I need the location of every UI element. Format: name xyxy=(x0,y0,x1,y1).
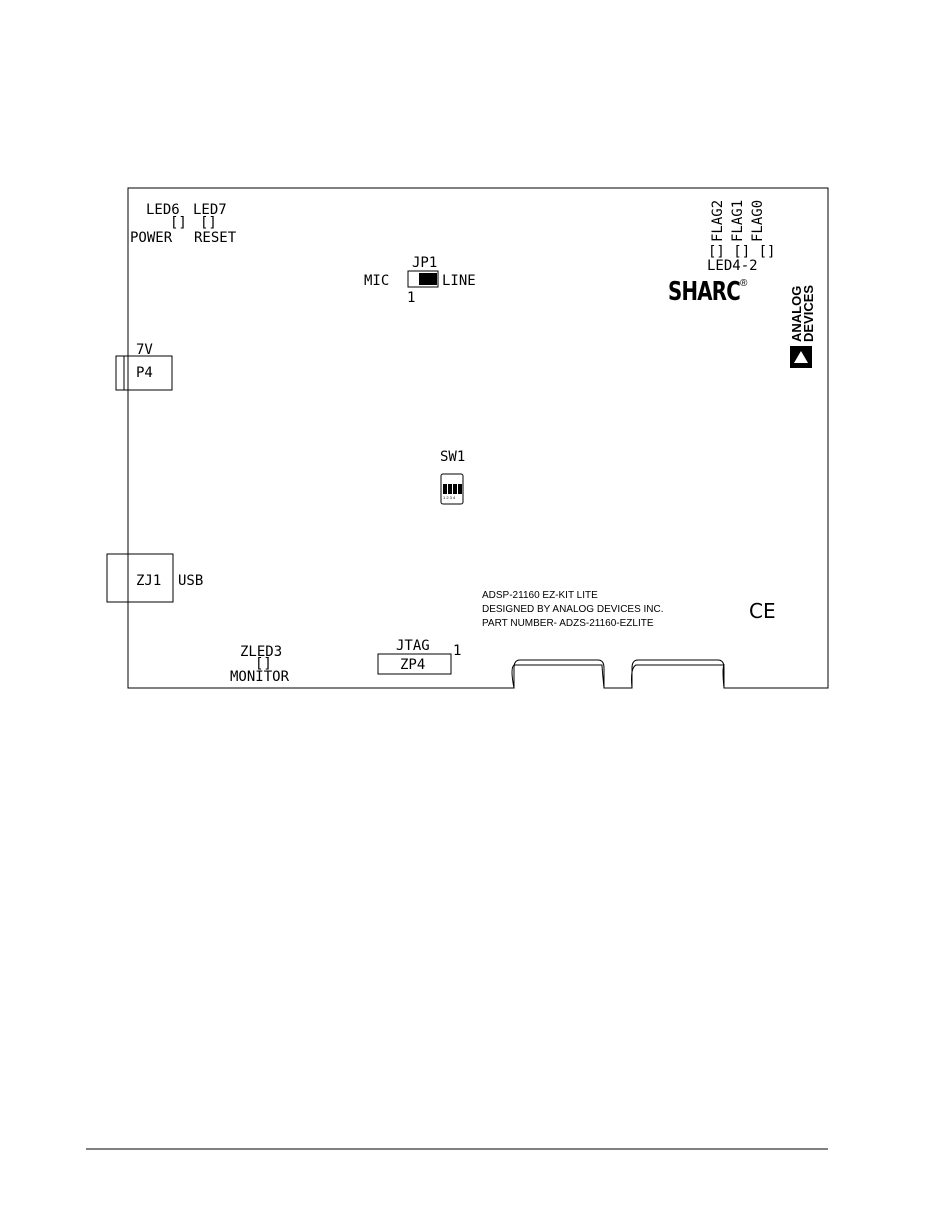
flag1-label: FLAG1 xyxy=(730,200,746,242)
led6-footprint: [] xyxy=(170,215,187,231)
board-info-line3: PART NUMBER- ADZS-21160-EZLITE xyxy=(482,618,654,629)
edge-connector-left xyxy=(514,660,604,688)
sw1-label: SW1 xyxy=(440,449,465,465)
usb-label: USB xyxy=(178,573,203,589)
jtag-pin1-label: 1 xyxy=(453,643,461,659)
zp4-label: ZP4 xyxy=(400,657,425,673)
board-info-line2: DESIGNED BY ANALOG DEVICES INC. xyxy=(482,604,664,615)
board-info-line1: ADSP-21160 EZ-KIT LITE xyxy=(482,590,598,601)
ce-mark: CE xyxy=(749,599,776,623)
edge-connector-right xyxy=(632,660,724,688)
p4-label: P4 xyxy=(136,365,153,381)
analog-devices-logo: ANALOG DEVICES xyxy=(789,285,816,368)
sw1-switch-1 xyxy=(443,484,447,494)
sw1-pin-numbers: 1 2 3 4 xyxy=(443,495,456,500)
adi-logo-line2: DEVICES xyxy=(801,285,816,342)
reset-label: RESET xyxy=(194,230,237,246)
zj1-label: ZJ1 xyxy=(136,573,161,589)
sharc-registered-mark: ® xyxy=(740,278,748,289)
jp1-label: JP1 xyxy=(412,255,437,271)
jp1-jumper-cap xyxy=(419,273,437,285)
sw1-switch-4 xyxy=(458,484,462,494)
led7-footprint: [] xyxy=(200,215,217,231)
jp1-pin1-label: 1 xyxy=(407,290,415,306)
flag0-label: FLAG0 xyxy=(750,200,766,242)
power-label: POWER xyxy=(130,230,173,246)
line-label: LINE xyxy=(442,273,476,289)
led4-2-label: LED4-2 xyxy=(707,258,758,274)
sw1-switch-3 xyxy=(453,484,457,494)
flag2-label: FLAG2 xyxy=(710,200,726,242)
jtag-label: JTAG xyxy=(396,638,430,654)
sw1-switch-2 xyxy=(448,484,452,494)
sharc-logo: SHARC xyxy=(668,277,740,307)
mic-label: MIC xyxy=(364,273,389,289)
monitor-label: MONITOR xyxy=(230,669,290,685)
